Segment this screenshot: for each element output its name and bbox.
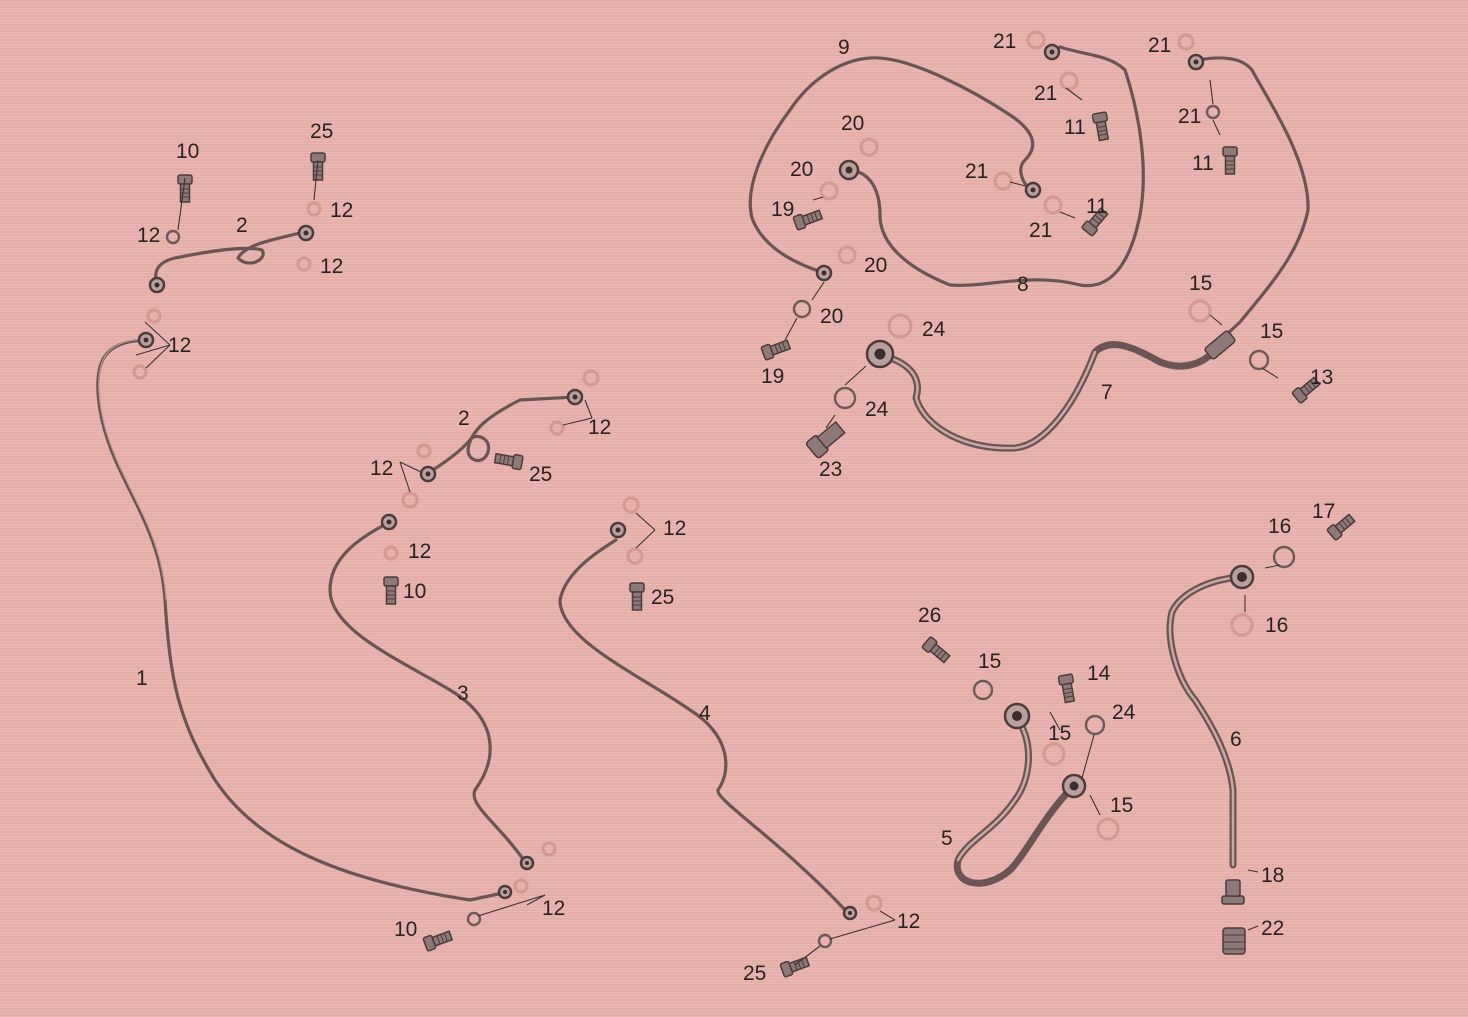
callout-12: 12 [588,416,611,439]
callout-15: 15 [1110,794,1133,817]
callout-19: 19 [771,198,794,221]
callout-2: 2 [458,407,470,430]
callout-12: 12 [663,517,686,540]
plug-22 [1222,927,1246,955]
callout-25: 25 [743,962,766,985]
callout-11: 11 [1192,152,1214,175]
callout-20: 20 [790,158,813,181]
callout-3: 3 [457,682,469,705]
callout-26: 26 [918,604,941,627]
callout-11: 11 [1064,116,1086,139]
callout-15: 15 [1260,320,1283,343]
banjo-eyes [137,43,1255,921]
callout-1: 1 [136,667,148,690]
callout-25: 25 [310,120,333,143]
callout-21: 21 [993,30,1016,53]
callout-4: 4 [699,702,711,725]
pipe-7-upper [1196,56,1310,352]
pipe-1 [96,338,505,902]
callout-12: 12 [370,457,393,480]
callout-24: 24 [1112,701,1136,724]
callout-12: 12 [137,224,160,247]
callout-15: 15 [978,650,1001,673]
callout-21: 21 [1029,219,1052,242]
pipe-5 [953,714,1074,887]
pipe-8 [848,45,1145,288]
callout-10: 10 [394,918,417,941]
callout-12: 12 [320,255,343,278]
callout-9: 9 [838,36,850,59]
callout-18: 18 [1261,864,1284,887]
callout-20: 20 [841,112,864,135]
callout-2: 2 [236,214,248,237]
callout-labels: 1 2 2 3 4 5 6 7 8 9 10 10 10 11 11 11 12… [136,30,1335,985]
callout-6: 6 [1230,728,1242,751]
callout-12: 12 [408,540,431,563]
callout-17: 17 [1312,500,1335,523]
callout-23: 23 [819,458,842,481]
callout-24: 24 [922,318,946,341]
pipe-6 [1166,573,1244,869]
callout-21: 21 [965,160,988,183]
callout-15: 15 [1189,272,1212,295]
callout-16: 16 [1265,614,1288,637]
callout-14: 14 [1087,662,1111,685]
pipe-2-middle [428,395,577,474]
callout-21: 21 [1034,82,1057,105]
callout-25: 25 [651,586,674,609]
callout-13: 13 [1310,366,1333,389]
callout-7: 7 [1101,381,1113,404]
leader-lines [135,79,1281,966]
pipe-3 [328,521,527,864]
callout-22: 22 [1261,917,1284,940]
callout-24: 24 [865,398,889,421]
callout-21: 21 [1148,34,1171,57]
pipe-7 [876,341,1219,452]
pipe-9 [748,56,1035,274]
callout-12: 12 [330,199,353,222]
callout-5: 5 [941,827,953,850]
callout-21: 21 [1178,105,1201,128]
pipe-4 [558,538,850,915]
callout-12: 12 [897,910,920,933]
callout-20: 20 [820,305,843,328]
callout-12: 12 [542,897,565,920]
washers [132,30,1296,949]
pipe-2-upper [154,230,307,287]
callout-8: 8 [1017,273,1029,296]
callout-10: 10 [176,140,199,163]
callout-11: 11 [1086,195,1108,218]
callout-16: 16 [1268,515,1291,538]
callout-12: 12 [168,334,191,357]
bolts [177,111,1358,979]
callout-20: 20 [864,254,887,277]
callout-10: 10 [403,580,426,603]
callout-19: 19 [761,365,784,388]
callout-25: 25 [529,463,552,486]
callout-15: 15 [1048,722,1071,745]
